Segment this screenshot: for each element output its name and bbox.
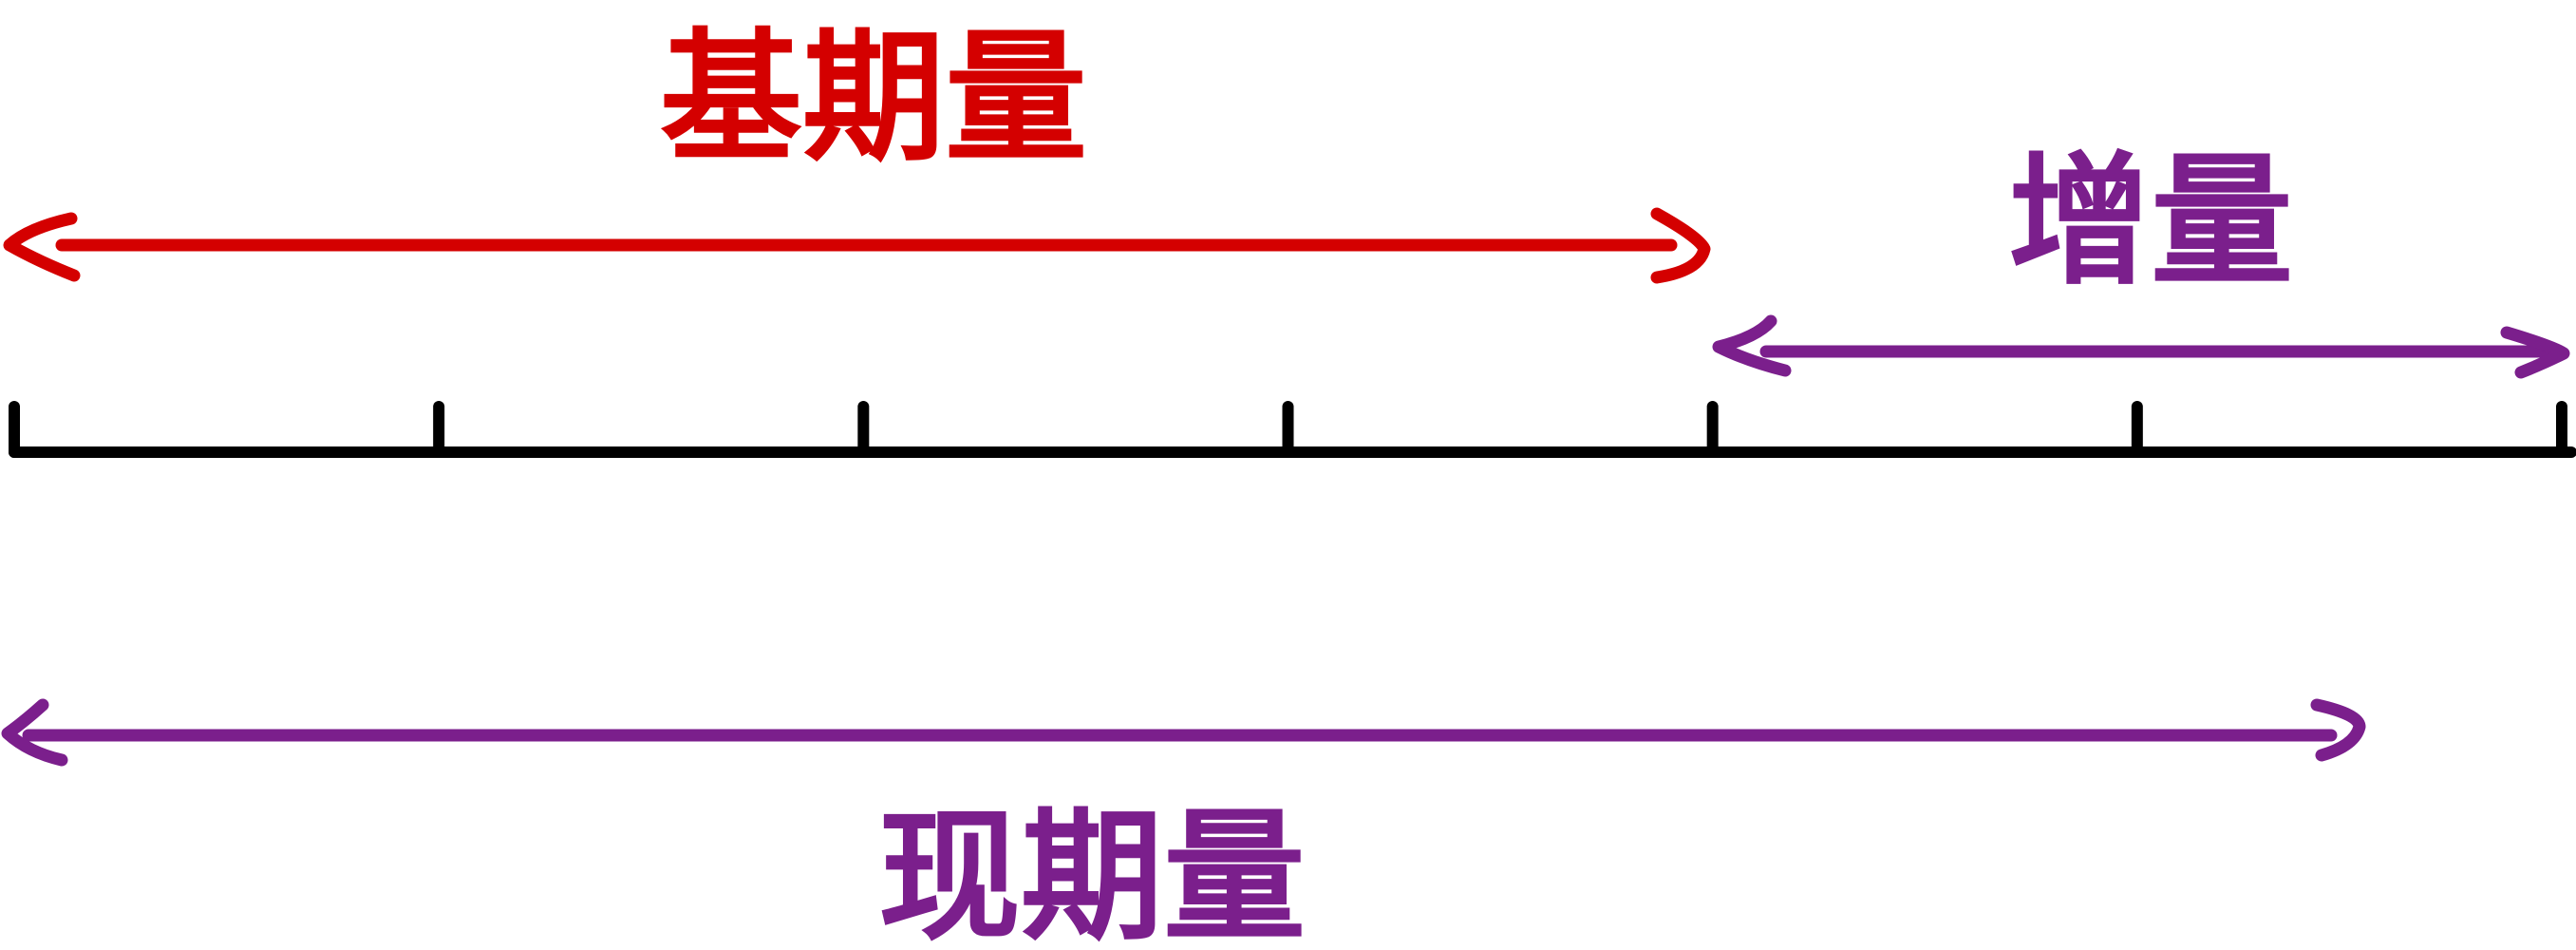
base-period-label: 基期量	[660, 16, 1087, 181]
number-line	[9, 401, 2576, 458]
base-period-arrow-left-head	[3, 212, 81, 282]
base-period-arrow-right-head	[1650, 207, 1711, 284]
increment-arrow	[1712, 314, 2570, 379]
base-period-arrow	[3, 207, 1711, 284]
current-period-arrow-left-head	[1, 698, 68, 767]
increment-arrow-right-head	[2500, 326, 2570, 379]
increment-arrow-left-head	[1712, 314, 1792, 377]
number-line-ticks	[9, 401, 2567, 458]
current-period-arrow-right-head	[2310, 698, 2366, 762]
increment-label: 增量	[2008, 140, 2293, 305]
current-period-arrow	[1, 698, 2366, 767]
current-period-label: 现期量	[878, 795, 1306, 950]
